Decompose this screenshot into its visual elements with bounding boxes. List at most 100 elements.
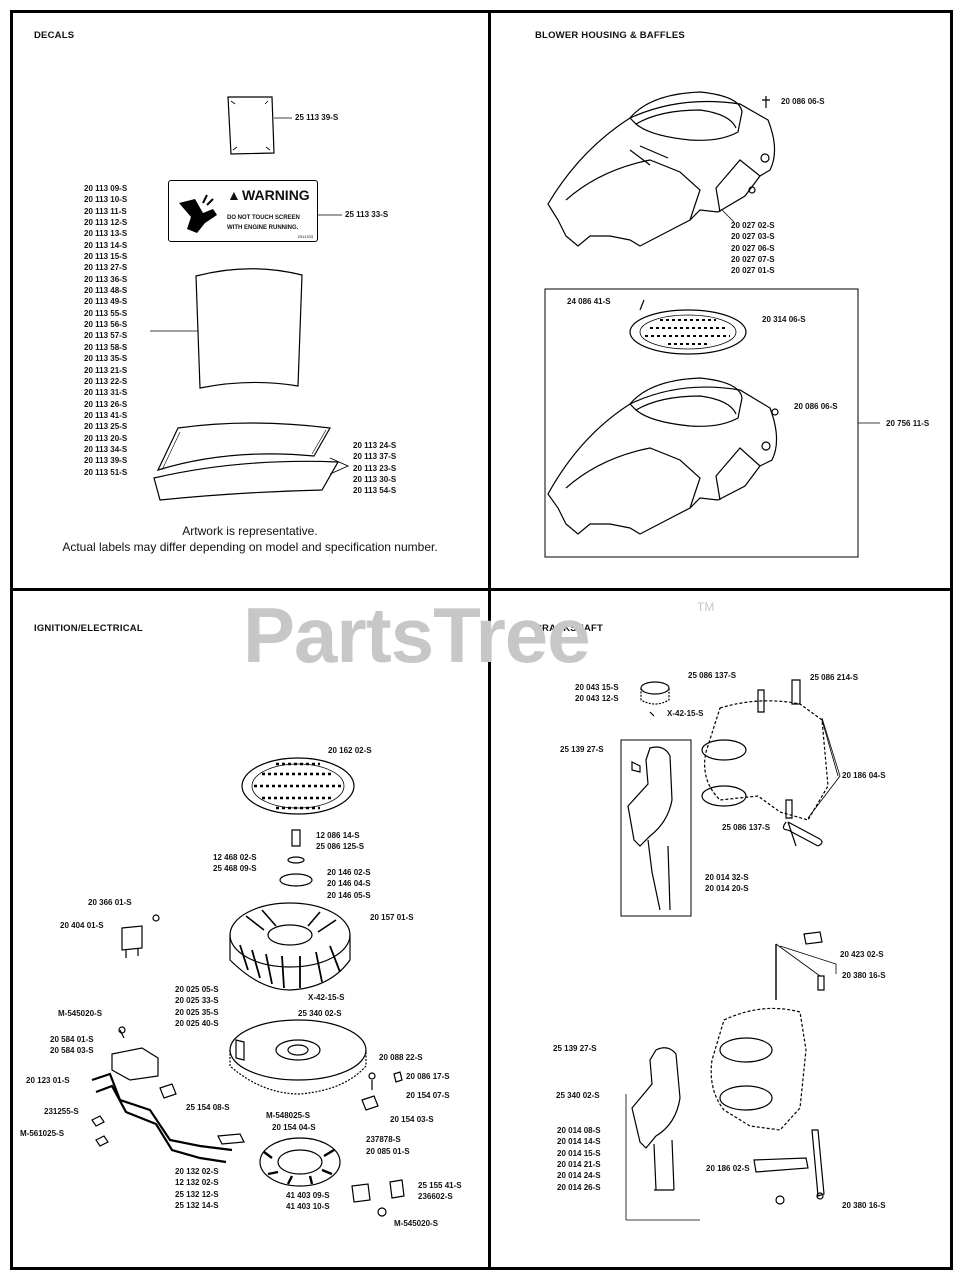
part-label[interactable]: 20 113 35-S: [84, 354, 128, 364]
part-label[interactable]: 20 113 26-S: [84, 399, 128, 409]
part-label[interactable]: 20 025 40-S: [175, 1019, 219, 1029]
part-label[interactable]: 236602-S: [418, 1192, 453, 1202]
part-label[interactable]: 20 027 06-S: [731, 243, 775, 253]
part-label[interactable]: 20 154 04-S: [272, 1123, 316, 1132]
part-label[interactable]: 20 113 31-S: [84, 388, 128, 398]
part-label[interactable]: 20 584 01-S: [50, 1035, 94, 1044]
part-label[interactable]: 25 139 27-S: [553, 1044, 597, 1053]
part-label[interactable]: 25 468 09-S: [213, 864, 257, 874]
part-label[interactable]: 20 146 04-S: [327, 879, 371, 889]
part-label[interactable]: 25 132 14-S: [175, 1201, 219, 1211]
part-label[interactable]: 20 025 33-S: [175, 996, 219, 1006]
part-label[interactable]: 20 043 12-S: [575, 694, 619, 704]
part-label[interactable]: 20 113 48-S: [84, 286, 128, 296]
part-label[interactable]: 20 113 11-S: [84, 206, 127, 216]
part-label[interactable]: 41 403 10-S: [286, 1202, 330, 1212]
part-label[interactable]: 41 403 09-S: [286, 1191, 330, 1200]
part-label[interactable]: 20 113 24-S: [353, 441, 397, 450]
part-label[interactable]: 20 123 01-S: [26, 1076, 70, 1085]
part-label[interactable]: 20 088 22-S: [379, 1053, 423, 1062]
part-label[interactable]: 20 146 05-S: [327, 890, 371, 900]
part-label[interactable]: 20 113 51-S: [84, 467, 128, 477]
part-label[interactable]: X-42-15-S: [667, 709, 704, 718]
part-label[interactable]: 20 186 04-S: [842, 771, 886, 780]
part-label[interactable]: 25 155 41-S: [418, 1181, 462, 1190]
part-label[interactable]: 20 366 01-S: [88, 898, 132, 907]
part-label[interactable]: 20 113 25-S: [84, 422, 128, 432]
part-label[interactable]: 20 186 02-S: [706, 1164, 750, 1173]
part-label[interactable]: 25 086 137-S: [722, 823, 771, 832]
part-label[interactable]: 20 085 01-S: [366, 1147, 410, 1156]
part-label[interactable]: 20 162 02-S: [328, 746, 372, 755]
part-label[interactable]: 20 132 02-S: [175, 1167, 219, 1176]
part-label[interactable]: 20 043 15-S: [575, 683, 619, 692]
part-label[interactable]: 25 340 02-S: [298, 1009, 342, 1018]
part-label[interactable]: 20 584 03-S: [50, 1046, 94, 1056]
part-label[interactable]: 12 086 14-S: [316, 831, 360, 840]
part-label[interactable]: 12 468 02-S: [213, 853, 257, 862]
part-label[interactable]: 20 154 07-S: [406, 1091, 450, 1100]
part-label[interactable]: 20 014 32-S: [705, 873, 749, 882]
part-label[interactable]: 20 113 10-S: [84, 195, 128, 205]
part-label[interactable]: 20 113 39-S: [84, 456, 128, 466]
part-label[interactable]: 25 139 27-S: [560, 745, 604, 754]
part-label[interactable]: 20 014 15-S: [557, 1148, 601, 1158]
part-label[interactable]: 20 027 01-S: [731, 266, 775, 276]
part-label[interactable]: 24 086 41-S: [567, 297, 611, 306]
part-label[interactable]: 20 380 16-S: [842, 1201, 886, 1210]
part-label[interactable]: 20 086 06-S: [794, 402, 838, 411]
part-label[interactable]: 25 340 02-S: [556, 1091, 600, 1100]
part-label[interactable]: 20 014 21-S: [557, 1160, 601, 1170]
part-label[interactable]: M-545020-S: [58, 1009, 103, 1018]
part-label[interactable]: 20 027 03-S: [731, 232, 775, 242]
part-label[interactable]: 20 154 03-S: [390, 1115, 434, 1124]
part-label[interactable]: 20 113 27-S: [84, 263, 128, 273]
part-label[interactable]: 20 314 06-S: [762, 315, 806, 324]
part-label[interactable]: 237878-S: [366, 1135, 401, 1144]
part-label[interactable]: 20 157 01-S: [370, 913, 414, 922]
part-label[interactable]: X-42-15-S: [308, 993, 345, 1002]
part-label[interactable]: 20 113 20-S: [84, 433, 128, 443]
part-label[interactable]: 20 086 17-S: [406, 1072, 450, 1081]
part-label[interactable]: 20 027 02-S: [731, 221, 775, 230]
part-label[interactable]: 20 146 02-S: [327, 868, 371, 877]
part-label[interactable]: 20 113 55-S: [84, 308, 128, 318]
part-label[interactable]: 231255-S: [44, 1107, 79, 1116]
part-label[interactable]: 20 014 26-S: [557, 1182, 601, 1192]
part-label[interactable]: 20 014 20-S: [705, 884, 749, 894]
part-label[interactable]: 20 113 41-S: [84, 410, 128, 420]
part-label[interactable]: 20 113 13-S: [84, 229, 128, 239]
part-label[interactable]: 25 113 39-S: [295, 113, 339, 122]
part-label[interactable]: 20 113 30-S: [353, 475, 397, 485]
part-label[interactable]: 12 132 02-S: [175, 1178, 219, 1188]
part-label[interactable]: 20 113 49-S: [84, 297, 128, 307]
part-label[interactable]: M-545020-S: [394, 1219, 439, 1228]
part-label[interactable]: 20 113 12-S: [84, 218, 128, 228]
part-label[interactable]: 20 086 06-S: [781, 97, 825, 106]
part-label[interactable]: 20 025 35-S: [175, 1007, 219, 1017]
part-label[interactable]: 20 113 36-S: [84, 274, 128, 284]
part-label[interactable]: 20 113 21-S: [84, 365, 128, 375]
part-label[interactable]: 20 756 11-S: [886, 419, 930, 428]
part-label[interactable]: 20 113 14-S: [84, 240, 128, 250]
part-label[interactable]: 20 423 02-S: [840, 950, 884, 959]
part-label[interactable]: 25 086 137-S: [688, 671, 737, 680]
part-label[interactable]: 20 113 56-S: [84, 320, 128, 330]
part-label[interactable]: 20 014 24-S: [557, 1171, 601, 1181]
part-label[interactable]: 20 113 23-S: [353, 463, 397, 473]
part-label[interactable]: 20 113 34-S: [84, 444, 128, 454]
part-label[interactable]: 25 086 214-S: [810, 673, 859, 682]
part-label[interactable]: 20 404 01-S: [60, 921, 104, 930]
part-label[interactable]: 20 113 22-S: [84, 376, 128, 386]
part-label[interactable]: 20 113 15-S: [84, 252, 128, 262]
part-label[interactable]: M-561025-S: [20, 1129, 65, 1138]
part-label[interactable]: 20 027 07-S: [731, 255, 775, 265]
part-label[interactable]: 25 086 125-S: [316, 842, 365, 852]
part-label[interactable]: 20 380 16-S: [842, 971, 886, 980]
part-label[interactable]: 20 014 08-S: [557, 1126, 601, 1135]
part-label[interactable]: 20 113 58-S: [84, 342, 128, 352]
part-label[interactable]: 20 113 37-S: [353, 452, 397, 462]
part-label[interactable]: 20 025 05-S: [175, 985, 219, 994]
part-label[interactable]: 25 132 12-S: [175, 1189, 219, 1199]
part-label[interactable]: 20 014 14-S: [557, 1137, 601, 1147]
